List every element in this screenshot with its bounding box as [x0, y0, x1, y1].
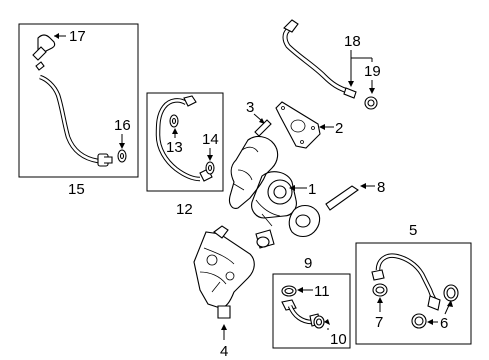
oil-feed-line-part-17 [32, 34, 113, 167]
callout-8: 8 [377, 179, 385, 196]
coolant-pipe-part-18 [282, 19, 357, 99]
callout-9: 9 [304, 255, 312, 272]
callout-7: 7 [375, 314, 383, 331]
callout-6: 6 [440, 315, 448, 332]
callout-17: 17 [69, 28, 86, 45]
gasket-part-10 [313, 315, 325, 329]
heat-shield-part-4 [193, 225, 255, 319]
callout-19: 19 [364, 63, 381, 80]
stud-part-3 [254, 119, 272, 137]
oil-return-line-part-12 [155, 95, 213, 182]
callout-4: 4 [220, 343, 228, 360]
callout-15: 15 [68, 181, 85, 198]
callout-13: 13 [166, 139, 183, 156]
callout-18: 18 [344, 33, 361, 50]
gasket-part-11 [281, 285, 297, 297]
callout-1: 1 [308, 181, 316, 198]
callout-2: 2 [335, 120, 343, 137]
seal-part-19 [364, 96, 378, 110]
group-box-12 [146, 92, 224, 192]
seal-part-7 [372, 283, 388, 297]
seal-part-6 [411, 284, 459, 329]
washer-part-16 [117, 149, 127, 163]
callout-11: 11 [314, 283, 330, 300]
washer-part-14 [205, 161, 215, 175]
callout-12: 12 [176, 201, 193, 218]
turbo-coolant-line-part-5 [371, 253, 441, 311]
group-box-9 [272, 273, 351, 349]
heat-shield-part-8 [325, 185, 359, 211]
gasket-part-13 [169, 114, 179, 128]
callout-14: 14 [202, 131, 219, 148]
callout-16: 16 [114, 117, 131, 134]
turbocharger-part-1 [228, 135, 321, 249]
callout-10: 10 [330, 331, 347, 348]
gasket-part-2 [275, 101, 321, 149]
group-box-5 [355, 242, 472, 345]
callout-5: 5 [409, 222, 417, 239]
group-box-15 [18, 23, 139, 178]
callout-3: 3 [246, 99, 254, 116]
